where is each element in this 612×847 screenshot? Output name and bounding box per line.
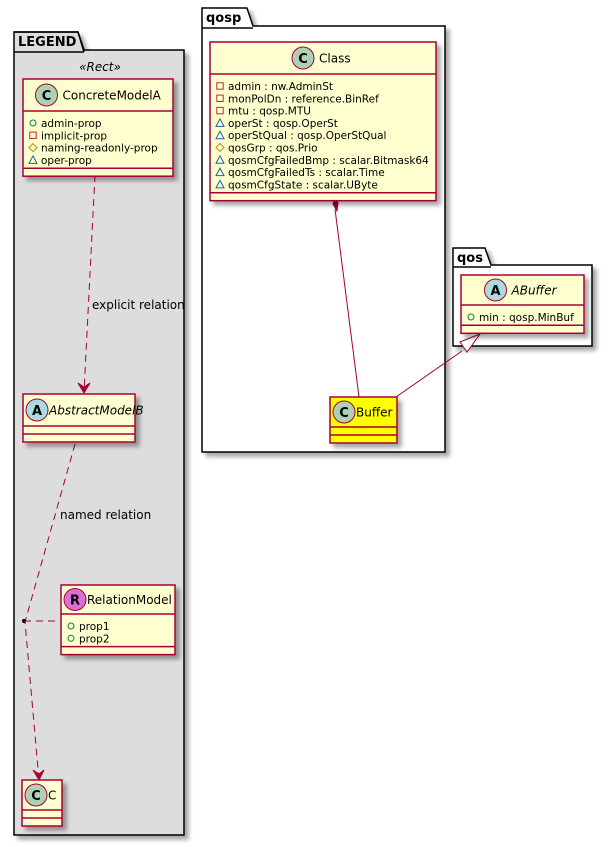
class-spot-c-icon: C: [291, 46, 315, 70]
attribute: qosGrp : qos.Prio: [228, 143, 318, 155]
class-name: RelationModel: [87, 593, 172, 607]
arrowhead-named-relation: [32, 769, 45, 782]
visibility-private-icon: [216, 82, 224, 90]
svg-text:A: A: [490, 284, 500, 299]
class-spot-r-icon: R: [63, 588, 87, 611]
package-qos-title: qos: [457, 251, 483, 266]
visibility-public-icon: [467, 313, 475, 321]
class-name: ABuffer: [511, 284, 558, 298]
visibility-private-icon: [29, 131, 37, 140]
class-spot-a-icon: A: [25, 398, 49, 422]
visibility-public-icon: [67, 622, 75, 630]
attribute: naming-readonly-prop: [41, 143, 158, 155]
package-legend-title: LEGEND: [18, 35, 77, 50]
attribute: operSt : qosp.OperSt: [228, 118, 338, 130]
edges: explicit relation named relation: [22, 174, 482, 782]
visibility-public-icon: [29, 119, 37, 127]
svg-text:C: C: [298, 52, 308, 67]
edge-label-named-relation: named relation: [60, 508, 151, 522]
edge-generalization[interactable]: [395, 350, 463, 398]
class-name: Buffer: [356, 406, 392, 420]
edge-explicit-relation[interactable]: [83, 174, 96, 393]
class-box: [209, 41, 437, 202]
visibility-protected-icon: [215, 142, 225, 153]
generalization-arrowhead: [459, 332, 482, 353]
attribute: admin : nw.AdminSt: [228, 81, 333, 93]
visibility-private-icon: [216, 94, 224, 102]
class-concrete-model-a[interactable]: C ConcreteModelA admin-propimplicit-propna…: [22, 78, 174, 177]
visibility-public-icon: [67, 634, 75, 642]
class-name: ConcreteModelA: [63, 89, 162, 103]
attribute: implicit-prop: [41, 130, 107, 142]
attribute: qosmCfgFailedBmp : scalar.Bitmask64: [228, 155, 429, 167]
attribute: qosmCfgFailedTs : scalar.Time: [228, 167, 385, 179]
attribute: admin-prop: [41, 118, 102, 130]
attribute: monPolDn : reference.BinRef: [228, 93, 379, 105]
attribute: oper-prop: [41, 155, 92, 167]
class-name: Class: [319, 52, 351, 66]
arrowhead-explicit-relation: [77, 382, 91, 394]
svg-text:R: R: [70, 594, 80, 609]
svg-text:A: A: [32, 404, 42, 419]
visibility-private-icon: [216, 106, 224, 115]
visibility-package-icon: [215, 167, 225, 177]
edge-composition[interactable]: [334, 208, 360, 398]
visibility-package-icon: [215, 154, 225, 164]
class-buffer[interactable]: C Buffer: [329, 396, 398, 444]
svg-text:C: C: [31, 789, 41, 804]
attribute: operStQual : qosp.OperStQual: [228, 130, 386, 142]
class-name: AbstractModelB: [48, 404, 144, 418]
package-qosp-title: qosp: [206, 11, 241, 26]
visibility-package-icon: [215, 179, 225, 189]
package-legend-stereotype: «Rect»: [79, 60, 121, 74]
attribute: qosmCfgState : scalar.UByte: [228, 179, 378, 191]
class-spot-c-icon: C: [35, 83, 58, 107]
class-abuffer[interactable]: A ABuffer min : qosp.MinBuf: [460, 274, 585, 335]
class-spot-a-icon: A: [484, 278, 507, 302]
svg-text:C: C: [42, 89, 52, 104]
edge-label-explicit-relation: explicit relation: [92, 298, 185, 312]
visibility-package-icon: [28, 154, 38, 164]
class-abstract-model-b[interactable]: A AbstractModelB: [22, 393, 144, 443]
attribute: min : qosp.MinBuf: [479, 312, 574, 324]
class-name: C: [48, 789, 56, 803]
visibility-protected-icon: [28, 142, 38, 153]
attribute: prop2: [79, 633, 110, 645]
attribute: mtu : qosp.MTU: [228, 106, 311, 118]
visibility-package-icon: [215, 130, 225, 140]
attribute: prop1: [79, 621, 110, 633]
visibility-package-icon: [215, 117, 225, 127]
class-spot-c-icon: C: [332, 400, 356, 424]
class-spot-c-icon: C: [24, 783, 48, 807]
svg-text:C: C: [339, 406, 349, 421]
class-box: [460, 274, 585, 335]
